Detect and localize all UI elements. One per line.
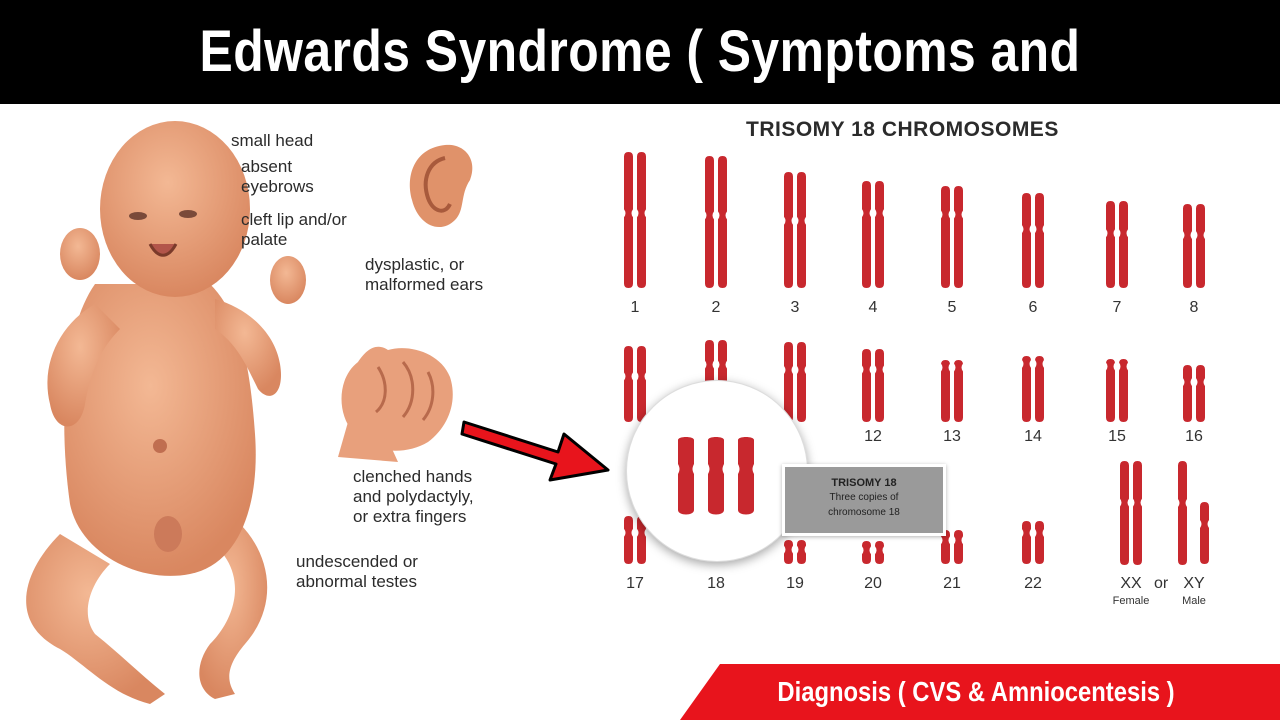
chromosome-chromatid: [1035, 521, 1044, 564]
chromosome-chromatid: [862, 541, 871, 564]
chromosome-chromatid: [1106, 201, 1115, 288]
label-hands-line3: or extra fingers: [353, 507, 467, 526]
chromosomes-title: TRISOMY 18 CHROMOSOMES: [746, 118, 1059, 141]
ear-illustration: [409, 144, 473, 228]
title-bar: [0, 0, 1280, 104]
chromosome-number: 13: [943, 428, 961, 445]
label-cleft-line2: palate: [241, 230, 288, 249]
chromosome-chromatid: [1119, 201, 1128, 288]
label-absent-eyebrows-line2: eyebrows: [241, 177, 314, 196]
chromosome-chromatid: [954, 186, 963, 288]
chromosome-chromatid: [624, 516, 633, 564]
callout-line1: Three copies of: [829, 492, 899, 503]
chromosome-chromatid: [637, 346, 646, 422]
chromosome-chromatid: [862, 349, 871, 422]
chromosome-chromatid: [797, 540, 806, 564]
label-male: Male: [1182, 595, 1206, 607]
chromosome-chromatid: [637, 152, 646, 288]
chromosome-chromatid: [1106, 359, 1115, 422]
label-cleft-line1: cleft lip and/or: [241, 210, 347, 229]
chromosome-chromatid: [1120, 461, 1129, 565]
label-hands-line1: clenched hands: [353, 467, 473, 486]
chromosome-chromatid: [954, 360, 963, 422]
chromosome-chromatid: [1035, 193, 1044, 288]
label-testes-line2: abnormal testes: [296, 572, 417, 591]
chromosome-chromatid: [784, 540, 793, 564]
label-absent-eyebrows-line1: absent: [241, 157, 293, 176]
chromosome-chromatid: [705, 156, 714, 288]
chromosome-chromatid: [941, 530, 950, 564]
label-testes-line1: undescended or: [296, 552, 418, 571]
chromosome-chromatid: [784, 172, 793, 288]
chromosome-number: 21: [943, 575, 961, 592]
chromosome-chromatid: [1022, 521, 1031, 564]
trisomy-18-callout: TRISOMY 18 Three copies of chromosome 18: [782, 464, 946, 536]
label-small-head: small head: [231, 131, 314, 150]
chromosome-number: 4: [868, 299, 878, 316]
chromosome-number: 19: [786, 575, 804, 592]
chromosome-number: 20: [864, 575, 882, 592]
red-arrow: [460, 420, 610, 482]
chromosome-chromatid: [784, 342, 793, 422]
chromosome-chromatid: [1178, 461, 1187, 565]
chromosome-number: 2: [711, 299, 721, 316]
chromosome-chromatid: [624, 346, 633, 422]
clenched-hand-illustration: [338, 346, 453, 462]
baby-illustration: [26, 121, 306, 704]
chromosome-chromatid: [875, 349, 884, 422]
chromosome-chromatid: [1035, 356, 1044, 422]
chromosome-chromatid: [862, 181, 871, 288]
chromosome-chromatid: [1196, 204, 1205, 288]
label-ears-line2: malformed ears: [365, 275, 484, 294]
diagnosis-banner: [680, 664, 1280, 720]
trisomy-18-zoom: [678, 437, 754, 515]
chromosome-chromatid: [797, 342, 806, 422]
chromosome-chromatid: [1183, 365, 1192, 422]
chromosome-chromatid: [1022, 193, 1031, 288]
chromosome-chromatid: [1196, 365, 1205, 422]
label-hands-line2: and polydactyly,: [353, 487, 474, 506]
chromosome-sex-xx: XX: [1120, 575, 1142, 592]
callout-line2: chromosome 18: [828, 507, 900, 518]
chromosome-number: 7: [1112, 299, 1122, 316]
chromosome-number: 17: [626, 575, 644, 592]
chromosome-chromatid: [624, 152, 633, 288]
chromosome-chromatid: [797, 172, 806, 288]
chromosome-chromatid: [875, 181, 884, 288]
chromosome-chromatid: [1133, 461, 1142, 565]
chromosome-number: 12: [864, 428, 882, 445]
chromosome-number: 1: [630, 299, 640, 316]
callout-title: TRISOMY 18: [831, 477, 897, 489]
chromosome-number: 16: [1185, 428, 1203, 445]
label-ears-line1: dysplastic, or: [365, 255, 465, 274]
page-title: Edwards Syndrome ( Symptoms and Treatmen…: [199, 19, 1081, 188]
chromosome-chromatid: [1022, 356, 1031, 422]
chromosome-number: 3: [790, 299, 800, 316]
chromosome-number: 5: [947, 299, 957, 316]
chromosome-number: 18: [707, 575, 725, 592]
chromosome-chromatid: [941, 360, 950, 422]
chromosome-chromatid: [718, 156, 727, 288]
chromosome-number: 6: [1028, 299, 1038, 316]
chromosome-chromatid: [1183, 204, 1192, 288]
chromosome-chromatid: [954, 530, 963, 564]
chromosome-number: 15: [1108, 428, 1126, 445]
chromosome-chromatid: [1119, 359, 1128, 422]
chromosome-number: 22: [1024, 575, 1042, 592]
chromosome-chromatid: [875, 541, 884, 564]
chromosome-sex-xy: XY: [1183, 575, 1205, 592]
chromosome-or: or: [1154, 575, 1169, 592]
chromosome-chromatid: [941, 186, 950, 288]
chromosome-number: 14: [1024, 428, 1042, 445]
chromosome-chromatid: [1200, 502, 1209, 564]
diagnosis-banner-text: Diagnosis ( CVS & Amniocentesis ): [777, 676, 1175, 707]
chromosome-chromatid: [637, 516, 646, 564]
label-female: Female: [1112, 595, 1150, 607]
chromosome-number: 8: [1189, 299, 1199, 316]
